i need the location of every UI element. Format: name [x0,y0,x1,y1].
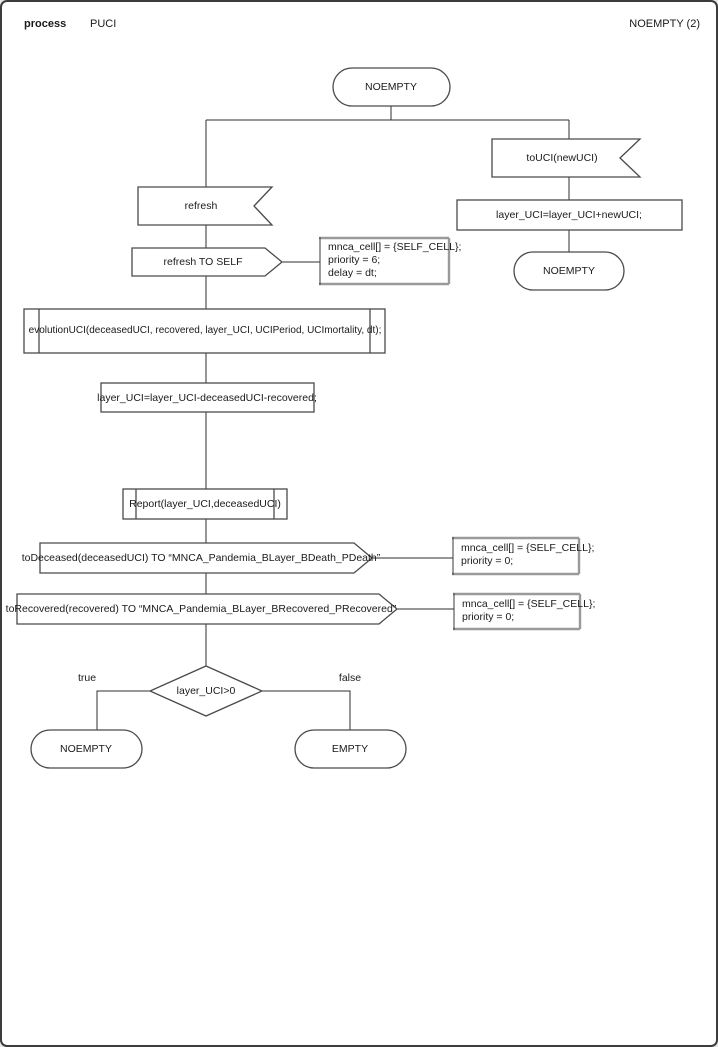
comment-line: mnca_cell[] = {SELF_CELL}; [461,542,595,554]
output-label-todeceased: toDeceased(deceasedUCI) TO “MNCA_Pandemi… [21,552,381,564]
decision-shape [148,665,264,717]
procedure-label-evolutionuci: evolutionUCI(deceasedUCI, recovered, lay… [28,325,382,336]
comment-text-recovered: mnca_cell[] = {SELF_CELL}; priority = 0; [462,598,595,624]
state-label-right-noempty: NOEMPTY [543,265,595,277]
state-shape-noempty [30,729,143,769]
header-process-name: PUCI [90,18,117,30]
state-label-noempty: NOEMPTY [60,743,112,755]
input-shape-refresh [137,186,274,226]
state-shape-empty [294,729,407,769]
comment-line: mnca_cell[] = {SELF_CELL}; [328,241,462,253]
output-shape-torecovered [16,593,399,625]
comment-line: priority = 6; [328,254,381,267]
decision-label: layer_UCI>0 [176,685,236,697]
procedure-label-report: Report(layer_UCI,deceasedUCI) [129,498,281,510]
input-shape-touci [491,138,642,178]
comment-text-deceased: mnca_cell[] = {SELF_CELL}; priority = 0; [461,542,594,568]
comment-box-deceased [453,538,579,574]
task-label-update-layeruci: layer_UCI=layer_UCI-deceasedUCI-recovere… [97,392,317,404]
comment-line: priority = 0; [461,555,514,568]
false-branch-line [262,690,351,730]
output-shape-refresh-self [131,247,284,277]
state-label-start: NOEMPTY [365,81,417,93]
output-shape-todeceased [39,542,374,574]
comment-text-refresh-self: mnca_cell[] = {SELF_CELL}; priority = 6;… [328,241,461,281]
comment-line: delay = dt; [328,267,377,280]
branch-label-true: true [77,672,97,684]
header-doc-type: process [24,18,67,30]
header-page-label: NOEMPTY (2) [629,18,700,30]
task-label-add-newuci: layer_UCI=layer_UCI+newUCI; [496,209,642,221]
task-shape-add-newuci [456,199,683,231]
task-shape-update-layeruci [100,382,315,413]
procedure-shape-report [122,488,288,520]
output-label-torecovered: toRecovered(recovered) TO “MNCA_Pandemia… [5,603,397,615]
state-shape-start [332,67,451,107]
comment-line: priority = 0; [462,611,515,624]
state-shape-right-noempty [513,251,625,291]
true-branch-line [96,690,150,730]
comment-line: mnca_cell[] = {SELF_CELL}; [462,598,596,610]
output-label-refresh-self: refresh TO SELF [163,256,243,268]
input-label-touci: toUCI(newUCI) [526,152,598,164]
branch-label-false: false [338,672,362,684]
comment-box-refresh-self [320,238,449,284]
procedure-shape-evolutionuci [23,308,386,354]
input-label-refresh: refresh [184,200,218,212]
state-label-empty: EMPTY [331,743,369,755]
comment-box-recovered [454,594,580,629]
